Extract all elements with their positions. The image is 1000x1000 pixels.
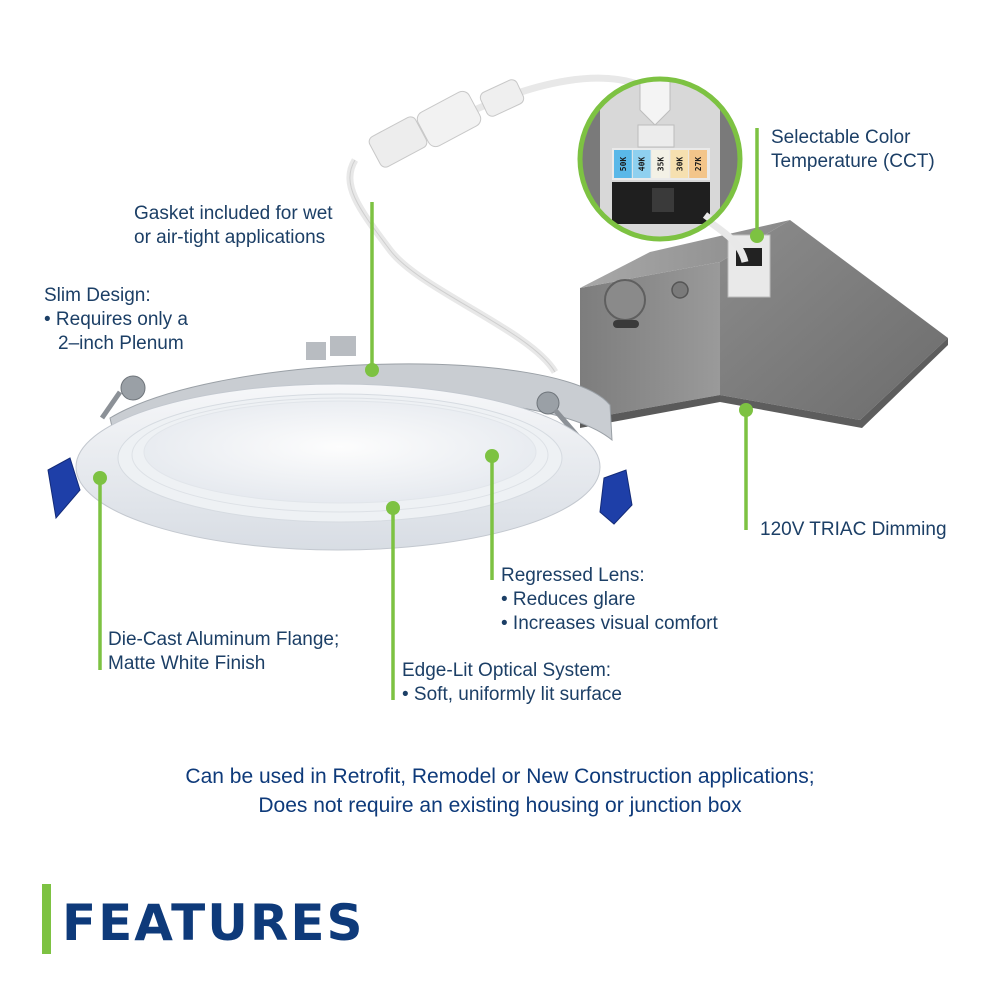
flange-callout-line1: Die-Cast Aluminum Flange;	[108, 629, 340, 650]
cct-setting-label: 27K	[694, 157, 703, 172]
optics-callout-title: Edge-Lit Optical System:	[402, 660, 612, 681]
lens-callout-bullet-1: • Reduces glare	[501, 589, 636, 610]
gasket-callout-line2: or air-tight applications	[134, 227, 326, 248]
cct-band-35k	[651, 150, 670, 178]
gasket-callout-line1: Gasket included for wet	[134, 203, 333, 224]
downlight	[47, 336, 633, 551]
cct-band-50k	[614, 150, 632, 178]
callout-leaders	[93, 128, 764, 700]
cct-band-27k	[689, 150, 707, 178]
lens-callout: Regressed Lens: • Reduces glare • Increa…	[501, 564, 718, 636]
features-heading: FEATURES	[62, 894, 365, 952]
slim-design-title: Slim Design:	[44, 285, 151, 306]
cct-setting-label: 40K	[638, 157, 647, 172]
junction-box	[580, 220, 948, 428]
cct-setting-label: 50K	[619, 157, 628, 172]
cct-switch-inset: 50K 40K 35K 30K 27K	[577, 76, 743, 242]
cct-setting-label: 30K	[675, 157, 684, 172]
flange-callout: Die-Cast Aluminum Flange; Matte White Fi…	[108, 628, 339, 676]
lens-callout-bullet-2: • Increases visual comfort	[501, 613, 718, 634]
optics-callout: Edge-Lit Optical System: • Soft, uniform…	[402, 659, 622, 707]
tagline-line2: Does not require an existing housing or …	[258, 794, 742, 817]
slim-design-bullet-cont: 2–inch Plenum	[58, 333, 184, 354]
heading-accent-bar	[42, 884, 51, 954]
gasket-callout: Gasket included for wet or air-tight app…	[134, 202, 333, 250]
optics-callout-bullet-1: • Soft, uniformly lit surface	[402, 684, 622, 705]
cct-band-40k	[632, 150, 651, 178]
dimming-callout: 120V TRIAC Dimming	[760, 518, 947, 542]
dimming-callout-text: 120V TRIAC Dimming	[760, 519, 947, 540]
flange-callout-line2: Matte White Finish	[108, 653, 266, 674]
cct-callout-line2: Temperature (CCT)	[771, 151, 935, 172]
cct-setting-label: 35K	[657, 157, 666, 172]
cct-band-30k	[670, 150, 689, 178]
tagline: Can be used in Retrofit, Remodel or New …	[0, 762, 1000, 820]
cable-connector	[368, 79, 525, 168]
tagline-line1: Can be used in Retrofit, Remodel or New …	[185, 765, 815, 788]
slim-design-callout: Slim Design: • Requires only a 2–inch Pl…	[44, 284, 188, 356]
slim-design-bullet: • Requires only a	[44, 309, 188, 330]
cct-callout: Selectable Color Temperature (CCT)	[771, 126, 935, 174]
cct-callout-line1: Selectable Color	[771, 127, 911, 148]
lens-callout-title: Regressed Lens:	[501, 565, 645, 586]
